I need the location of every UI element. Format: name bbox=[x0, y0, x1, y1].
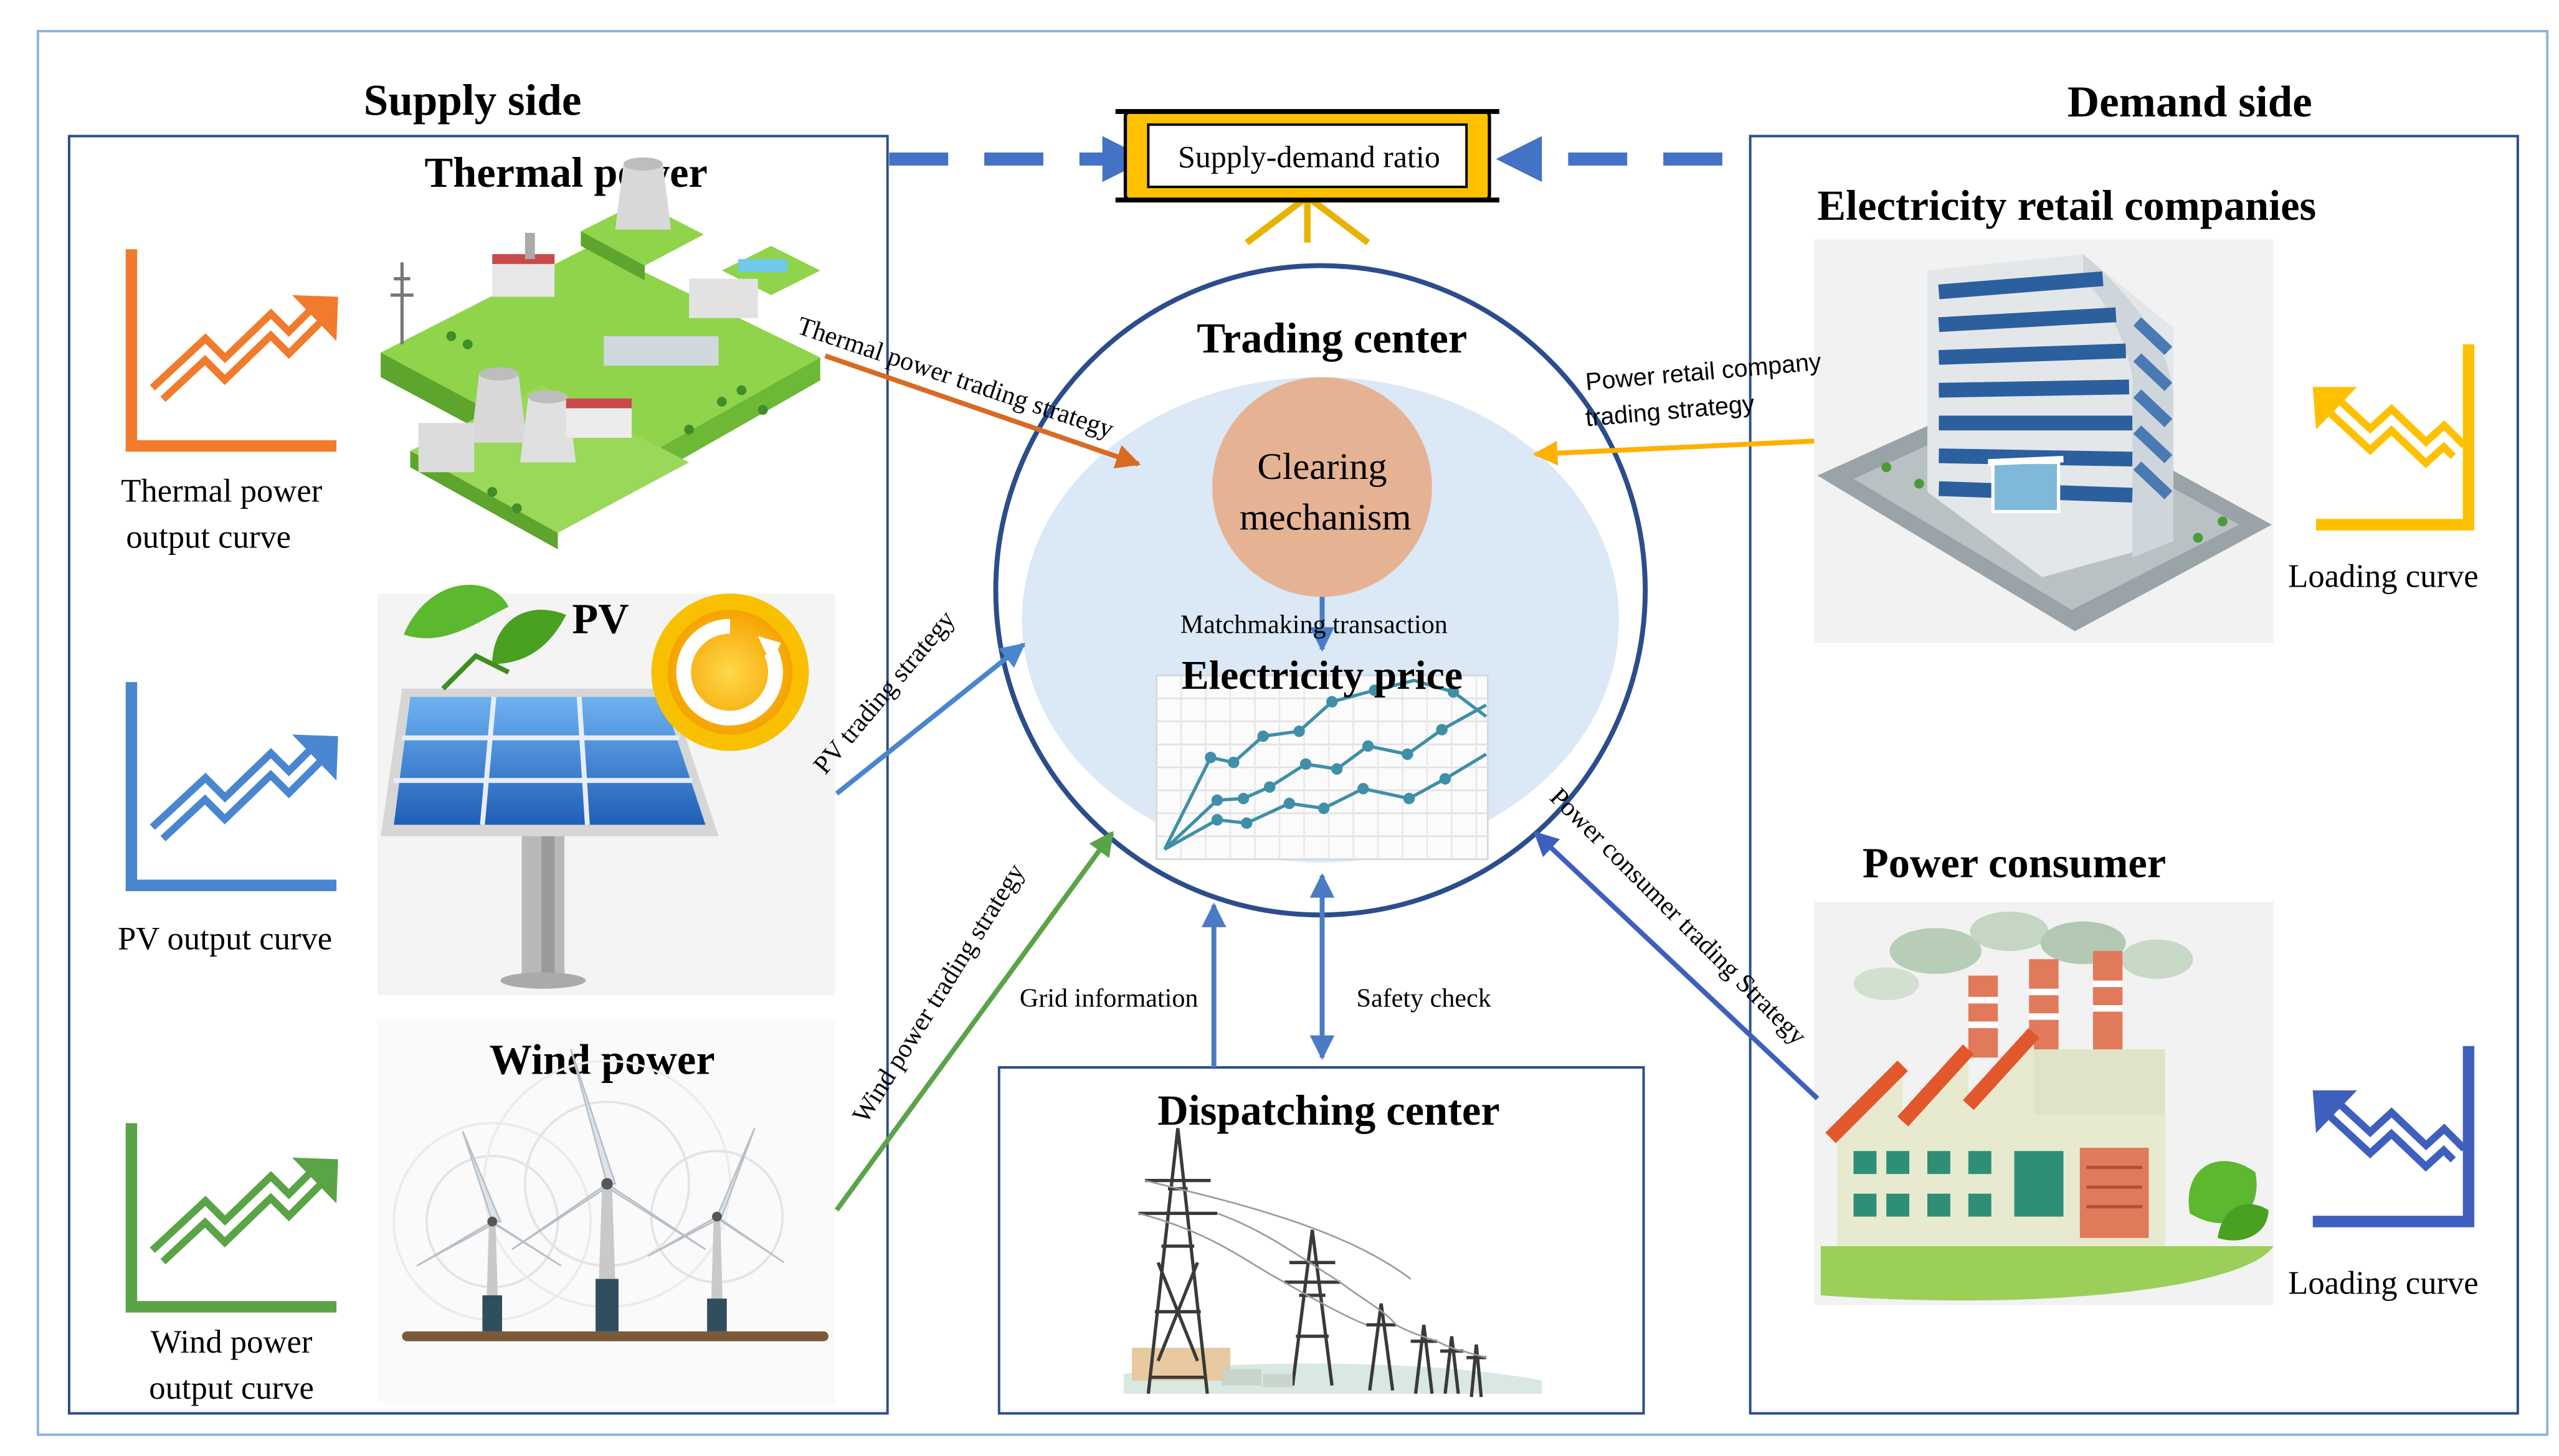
trading-center: Trading center Clearing mechanism Matchm… bbox=[993, 263, 1648, 918]
safety-check-label: Safety check bbox=[1357, 984, 1492, 1013]
retail-loading-chart-icon bbox=[2312, 344, 2475, 531]
demand-side: Demand side Electricity retail companies… bbox=[1749, 78, 2519, 1415]
transmission-towers-illustration bbox=[1123, 1128, 1542, 1397]
solar-panel-illustration bbox=[381, 584, 809, 989]
electricity-price-title: Electricity price bbox=[1182, 653, 1463, 698]
pv-title: PV bbox=[572, 595, 629, 642]
electricity-price-chart-illustration bbox=[1156, 674, 1489, 860]
thermal-strategy-arrow bbox=[824, 353, 1141, 469]
wind-power-title: Wind power bbox=[490, 1036, 715, 1084]
supply-side-title: Supply side bbox=[364, 76, 582, 125]
outer-frame bbox=[36, 30, 2549, 1436]
consumer-loading-chart-icon bbox=[2312, 1046, 2475, 1227]
thermal-curve-label-1: Thermal power bbox=[121, 473, 322, 509]
supply-demand-ratio-sign: Supply-demand ratio bbox=[889, 109, 1722, 245]
grid-information-label: Grid information bbox=[1020, 984, 1199, 1013]
supply-demand-ratio-label: Supply-demand ratio bbox=[1178, 139, 1440, 174]
clearing-mechanism-circle bbox=[1212, 377, 1432, 597]
office-building-illustration bbox=[1817, 254, 2272, 631]
retail-curve-label: Loading curve bbox=[2288, 559, 2479, 595]
thermal-output-chart-icon bbox=[125, 249, 338, 452]
consumer-strategy-arrow bbox=[1533, 831, 1820, 1100]
thermal-curve-label-2: output curve bbox=[126, 519, 291, 555]
clearing-label-2: mechanism bbox=[1240, 496, 1412, 538]
wind-curve-label-2: output curve bbox=[149, 1370, 314, 1406]
trading-center-title: Trading center bbox=[1197, 314, 1467, 362]
demand-side-title: Demand side bbox=[2068, 78, 2312, 126]
wind-turbines-illustration bbox=[392, 1049, 828, 1341]
wind-curve-label-1: Wind power bbox=[151, 1324, 313, 1360]
pv-curve-label: PV output curve bbox=[118, 920, 332, 957]
power-consumer-title: Power consumer bbox=[1863, 839, 2166, 887]
pv-strategy-arrow bbox=[835, 642, 1026, 796]
supply-side: Supply side Thermal power Thermal power … bbox=[67, 76, 889, 1415]
dispatching-center-box bbox=[997, 1066, 1645, 1415]
dispatching-center-title: Dispatching center bbox=[1157, 1087, 1499, 1134]
clearing-label-1: Clearing bbox=[1257, 446, 1387, 488]
retail-strategy-arrow bbox=[1532, 438, 1815, 466]
dispatching-center: Grid information Safety check Dispatchin… bbox=[997, 873, 1645, 1415]
consumer-curve-label: Loading curve bbox=[2288, 1265, 2479, 1301]
matchmaking-transaction-label: Matchmaking transaction bbox=[1180, 610, 1448, 639]
pv-output-chart-icon bbox=[125, 682, 338, 891]
wind-output-chart-icon bbox=[125, 1123, 338, 1313]
retail-companies-title: Electricity retail companies bbox=[1817, 182, 2316, 229]
wind-strategy-arrow bbox=[834, 831, 1114, 1212]
thermal-plant-illustration bbox=[381, 157, 820, 550]
retail-strategy-label-2: trading strategy bbox=[1584, 390, 1755, 432]
factory-illustration bbox=[1820, 911, 2274, 1301]
